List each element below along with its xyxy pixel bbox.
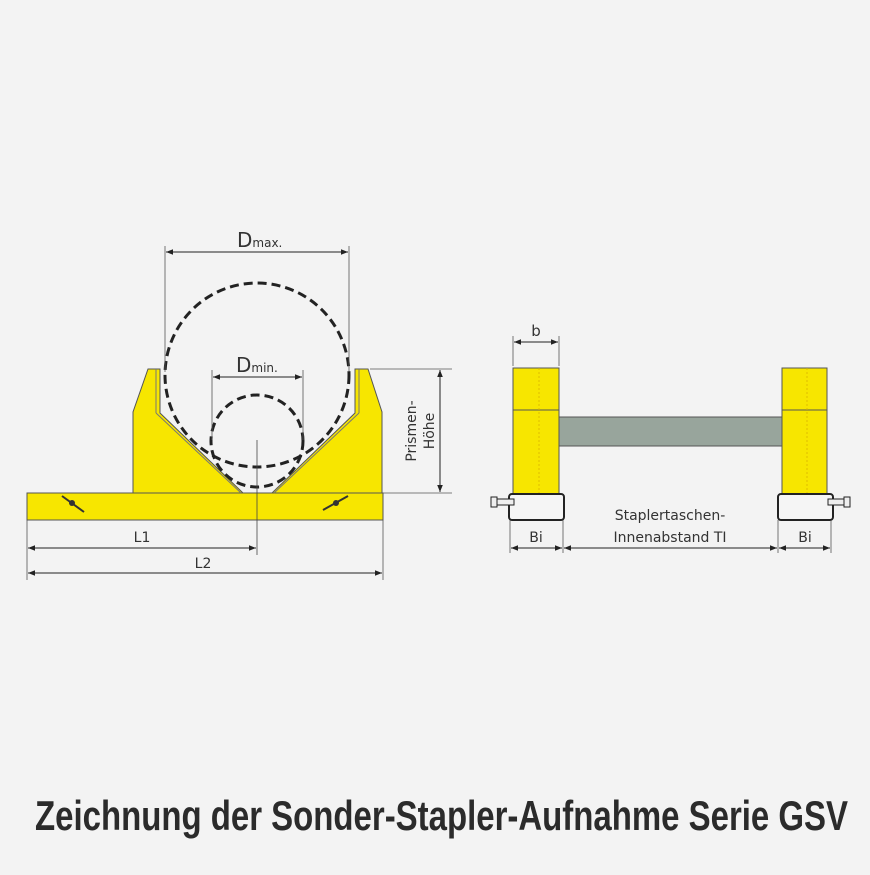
side-view: Dmax. Dmin. Prismen- Höhe L1 L2	[26, 228, 452, 580]
wing-screw-icon	[61, 495, 85, 513]
dmax-label: Dmax.	[237, 228, 282, 252]
left-prism-block	[132, 368, 245, 494]
bi-right-label: Bi	[798, 530, 812, 546]
l2-label: L2	[195, 556, 212, 572]
left-clamp	[508, 493, 565, 521]
clamp-bolt-icon	[827, 496, 851, 508]
right-prism-block	[270, 368, 383, 494]
base-plate	[26, 492, 384, 521]
ti-label-2: Innenabstand TI	[613, 530, 726, 546]
l1-label: L1	[134, 530, 151, 546]
top-view: b Bi Bi Staplertaschen- Innenabstand TI	[490, 322, 851, 553]
wing-screw-icon	[322, 495, 349, 511]
page-title: Zeichnung der Sonder-Stapler-Aufnahme Se…	[35, 792, 848, 839]
dmin-label: Dmin.	[236, 353, 278, 377]
bi-left-label: Bi	[529, 530, 543, 546]
b-label: b	[531, 322, 541, 340]
left-fork-pocket	[512, 367, 560, 497]
cross-bar	[558, 416, 783, 447]
prism-height-label-2: Höhe	[422, 413, 438, 450]
right-fork-pocket	[781, 367, 828, 497]
right-clamp	[777, 493, 834, 521]
clamp-bolt-icon	[490, 496, 515, 508]
dmax-pipe-outline	[163, 281, 351, 469]
ti-label-1: Staplertaschen-	[615, 508, 726, 524]
prism-height-label-1: Prismen-	[404, 400, 420, 461]
